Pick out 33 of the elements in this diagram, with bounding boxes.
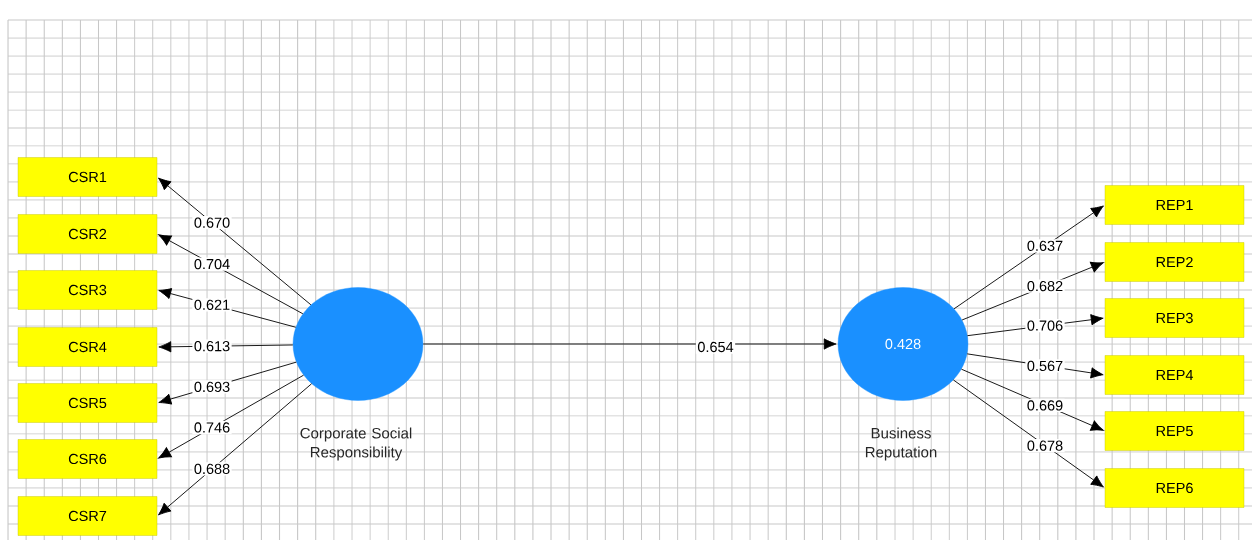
- indicator-box: REP3: [1104, 298, 1245, 338]
- node-label: Corporate Social Responsibility: [300, 427, 412, 461]
- edge-label: 0.567: [1025, 359, 1065, 373]
- indicator-box: REP4: [1104, 355, 1245, 395]
- arrow: [953, 205, 1104, 310]
- edge-label: 0.621: [192, 298, 232, 312]
- indicator-box: CSR5: [17, 383, 158, 423]
- edge-label: 0.688: [192, 462, 232, 476]
- indicator-box: CSR6: [17, 439, 158, 479]
- edge-label: 0.670: [192, 216, 232, 230]
- node-label: Business Reputation: [865, 427, 937, 461]
- arrow: [952, 379, 1104, 488]
- indicator-box: REP6: [1104, 468, 1245, 508]
- indicator-box: CSR4: [17, 327, 158, 367]
- arrow: [158, 234, 304, 315]
- indicator-box: CSR2: [17, 214, 158, 254]
- arrow: [422, 338, 837, 350]
- indicator-box: REP1: [1104, 185, 1245, 225]
- edge-label: 0.693: [192, 380, 232, 394]
- edge-label: 0.704: [192, 257, 232, 271]
- arrow: [158, 383, 312, 516]
- arrow: [158, 374, 304, 459]
- edge-label: 0.678: [1025, 439, 1065, 453]
- edge-label: 0.682: [1025, 279, 1065, 293]
- arrow: [960, 368, 1104, 431]
- arrow: [158, 177, 312, 306]
- indicator-box: CSR1: [17, 157, 158, 197]
- edge-label: 0.637: [1025, 239, 1065, 253]
- indicator-box: CSR3: [17, 270, 158, 310]
- edge-label: 0.654: [695, 340, 736, 354]
- indicator-box: CSR7: [17, 496, 158, 536]
- indicator-box: REP2: [1104, 242, 1245, 282]
- indicator-box: REP5: [1104, 411, 1245, 451]
